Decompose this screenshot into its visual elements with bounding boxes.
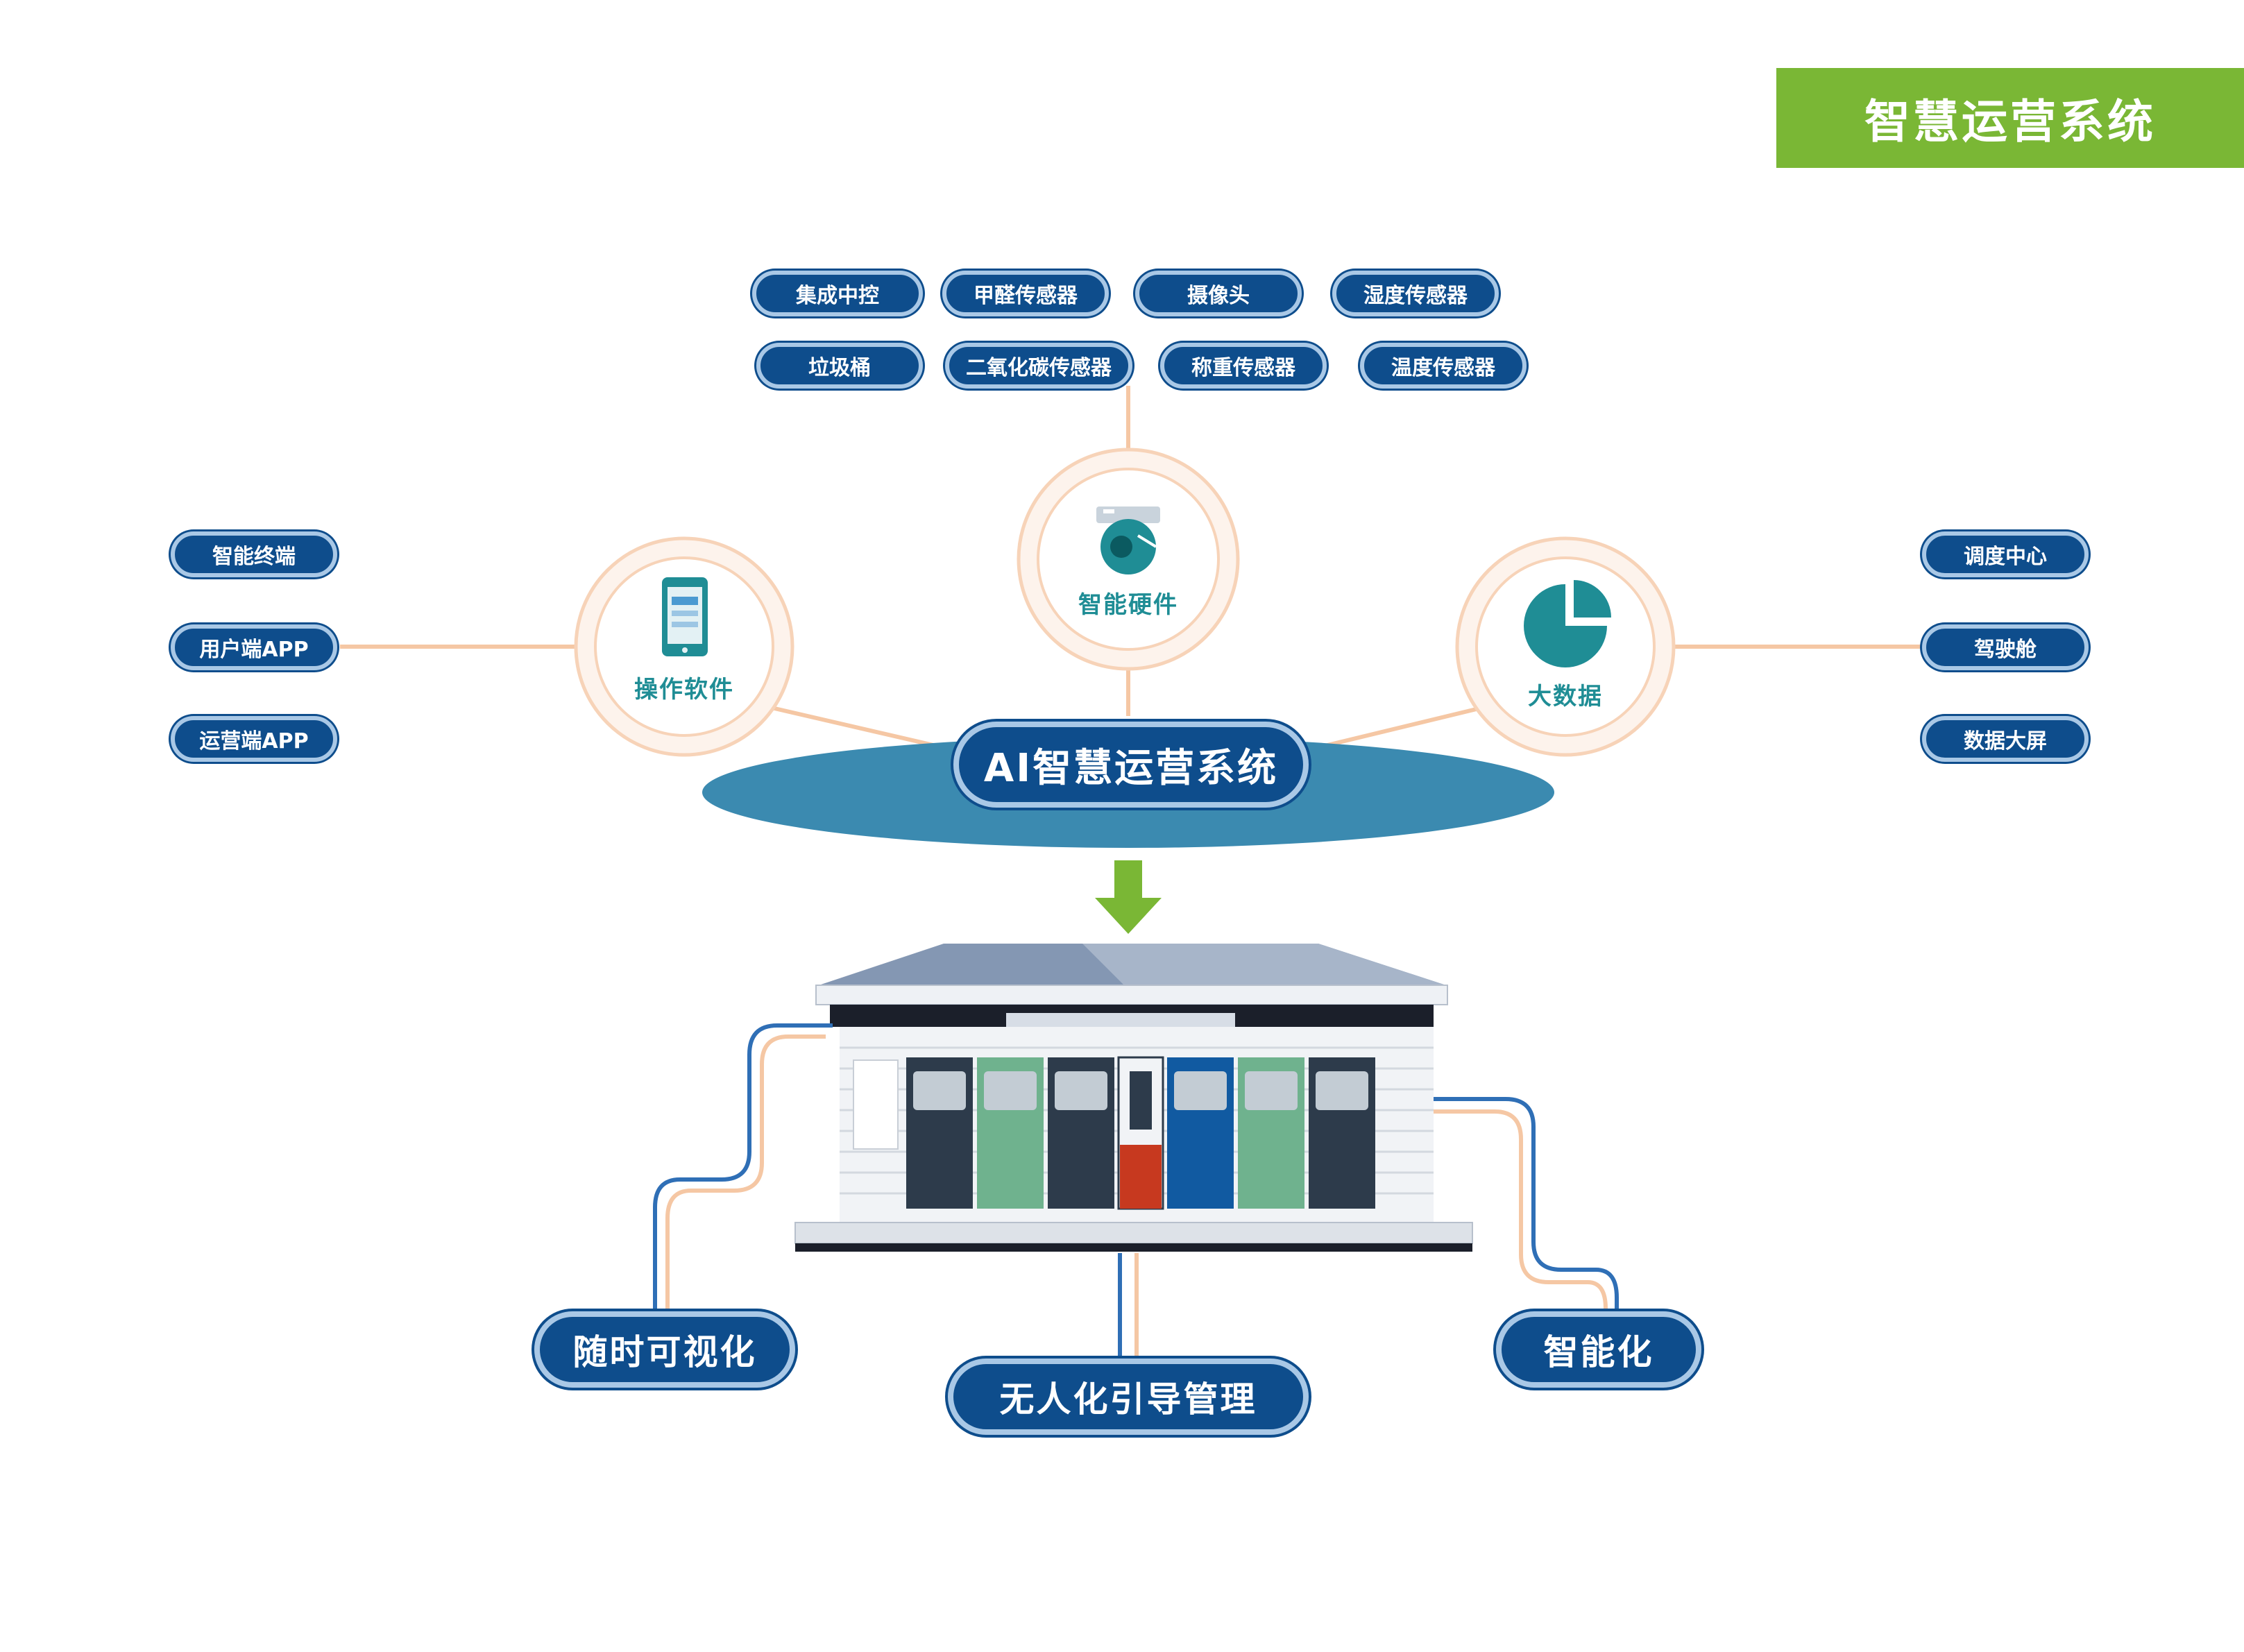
- feature-intelligent: 智能化: [1496, 1311, 1701, 1388]
- kiosk-illustration: [794, 944, 1473, 1252]
- core-label: AI智慧运营系统: [953, 722, 1309, 808]
- feature-unmanned-guidance: 无人化引导管理: [948, 1359, 1309, 1435]
- tag-humidity-sensor: 湿度传感器: [1332, 271, 1499, 316]
- tag-user-app: 用户端APP: [171, 624, 337, 670]
- line-bigdata-core: [1304, 706, 1483, 753]
- tag-data-screen: 数据大屏: [1922, 716, 2089, 762]
- tag-cockpit: 驾驶舱: [1922, 624, 2089, 670]
- camera-icon: [1096, 506, 1160, 574]
- feature-visualization: 随时可视化: [534, 1311, 795, 1388]
- page-title: 智慧运营系统: [1776, 68, 2244, 168]
- tag-formaldehyde-sensor: 甲醛传感器: [942, 271, 1109, 316]
- pie-chart-icon: [1524, 580, 1611, 667]
- tag-temperature-sensor: 温度传感器: [1360, 343, 1527, 389]
- hardware-node: [1017, 448, 1240, 671]
- tag-operator-app: 运营端APP: [171, 716, 337, 762]
- connector-lines: [340, 386, 1922, 753]
- pipe-connectors: [653, 1023, 1619, 1357]
- node-label-bigdata: 大数据: [1528, 683, 1603, 710]
- software-node: [574, 536, 794, 757]
- tag-co2-sensor: 二氧化碳传感器: [945, 343, 1132, 389]
- tag-camera: 摄像头: [1135, 271, 1302, 316]
- tag-weight-sensor: 称重传感器: [1160, 343, 1327, 389]
- tag-dispatch-center: 调度中心: [1922, 531, 2089, 577]
- tag-trash-bin: 垃圾桶: [756, 343, 923, 389]
- down-arrow-icon: [1095, 860, 1162, 934]
- bin-row: [906, 1056, 1375, 1210]
- tag-smart-terminal: 智能终端: [171, 531, 337, 577]
- tag-integrated-control: 集成中控: [752, 271, 923, 316]
- node-label-software: 操作软件: [634, 676, 734, 704]
- bigdata-node: [1455, 536, 1676, 757]
- node-label-hardware: 智能硬件: [1078, 591, 1178, 619]
- phone-icon: [662, 577, 708, 656]
